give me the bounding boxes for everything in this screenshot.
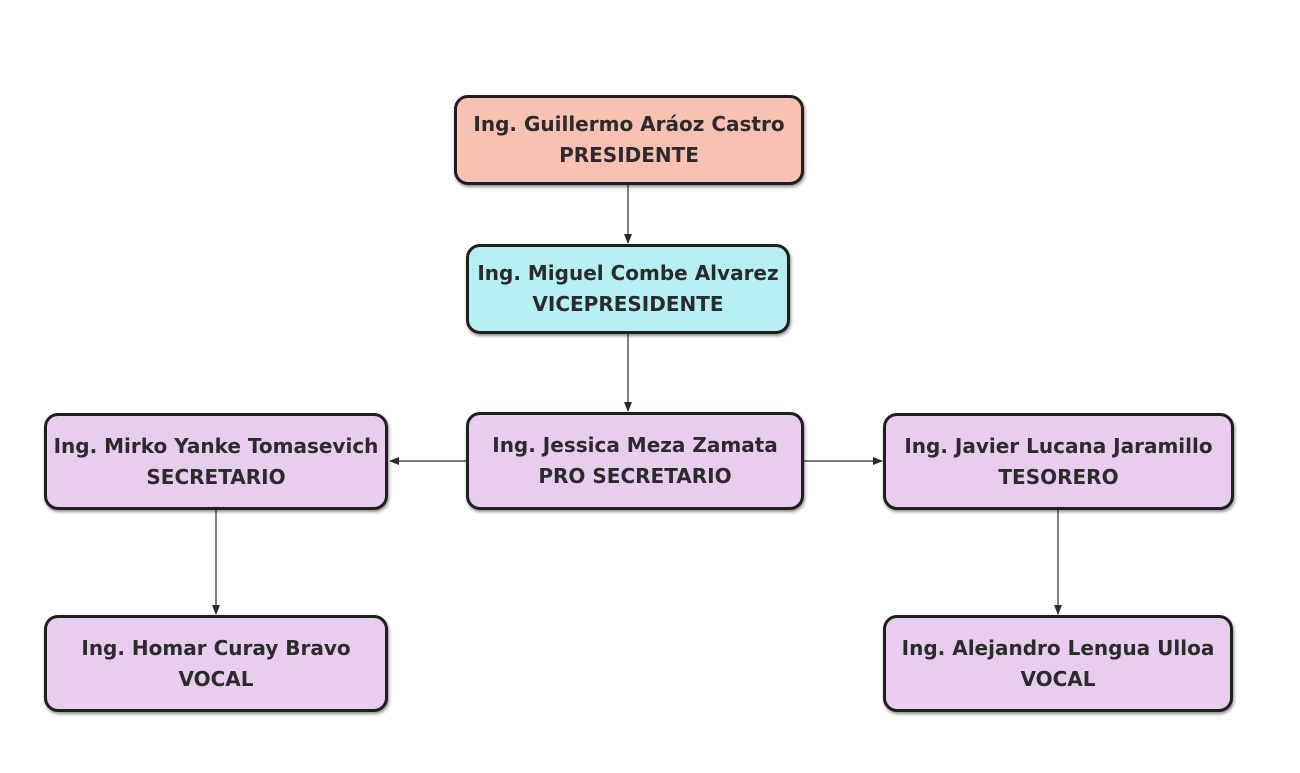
node-vicepresidente-name: Ing. Miguel Combe Alvarez bbox=[477, 261, 779, 285]
node-vocal-right: Ing. Alejandro Lengua Ulloa VOCAL bbox=[883, 615, 1233, 712]
node-prosecretario-role: PRO SECRETARIO bbox=[538, 464, 732, 488]
node-secretario: Ing. Mirko Yanke Tomasevich SECRETARIO bbox=[44, 413, 388, 510]
node-prosecretario-name: Ing. Jessica Meza Zamata bbox=[492, 433, 778, 457]
node-tesorero-name: Ing. Javier Lucana Jaramillo bbox=[904, 433, 1213, 458]
node-presidente-name: Ing. Guillermo Aráoz Castro bbox=[473, 112, 785, 136]
node-vocal-right-name: Ing. Alejandro Lengua Ulloa bbox=[901, 635, 1215, 660]
node-tesorero-role: TESORERO bbox=[998, 464, 1119, 489]
node-vocal-left: Ing. Homar Curay Bravo VOCAL bbox=[44, 615, 388, 712]
node-vocal-left-role: VOCAL bbox=[178, 666, 254, 691]
node-secretario-role: SECRETARIO bbox=[146, 464, 286, 489]
node-presidente: Ing. Guillermo Aráoz Castro PRESIDENTE bbox=[454, 95, 804, 185]
node-vocal-right-role: VOCAL bbox=[1020, 666, 1096, 691]
node-vicepresidente-role: VICEPRESIDENTE bbox=[532, 292, 724, 316]
node-vocal-left-name: Ing. Homar Curay Bravo bbox=[81, 635, 351, 660]
node-tesorero: Ing. Javier Lucana Jaramillo TESORERO bbox=[883, 413, 1234, 510]
node-secretario-name: Ing. Mirko Yanke Tomasevich bbox=[53, 433, 379, 458]
node-prosecretario: Ing. Jessica Meza Zamata PRO SECRETARIO bbox=[466, 412, 804, 510]
node-vicepresidente: Ing. Miguel Combe Alvarez VICEPRESIDENTE bbox=[466, 244, 790, 334]
node-presidente-role: PRESIDENTE bbox=[559, 143, 699, 167]
